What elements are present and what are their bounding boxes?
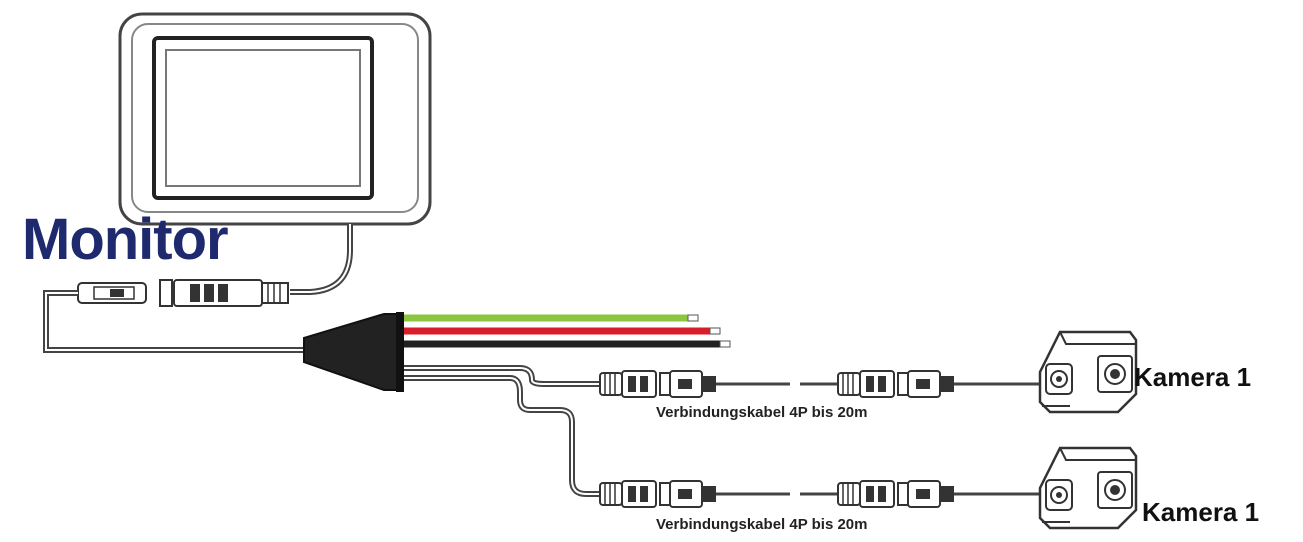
monitor-label: Monitor <box>22 207 229 272</box>
cable-chain-bottom <box>599 480 1040 508</box>
camera-cable-routes <box>404 365 600 497</box>
cable-top-label: Verbindungskabel 4P bis 20m <box>656 404 868 421</box>
monitor-connector <box>77 279 289 307</box>
camera-icon <box>1038 330 1138 414</box>
splitter-hub-icon <box>303 312 404 392</box>
power-wires <box>404 314 731 348</box>
camera-icon <box>1038 446 1138 530</box>
camera-top-label: Kamera 1 <box>1134 362 1252 392</box>
connector-icon <box>599 480 717 508</box>
connector-icon <box>599 370 717 398</box>
connector-icon <box>837 370 955 398</box>
camera-bottom-label: Kamera 1 <box>1142 497 1260 527</box>
cable-chain-top <box>599 370 1040 398</box>
cable-bottom-label: Verbindungskabel 4P bis 20m <box>656 516 868 533</box>
monitor-icon <box>118 12 432 295</box>
connector-icon <box>837 480 955 508</box>
